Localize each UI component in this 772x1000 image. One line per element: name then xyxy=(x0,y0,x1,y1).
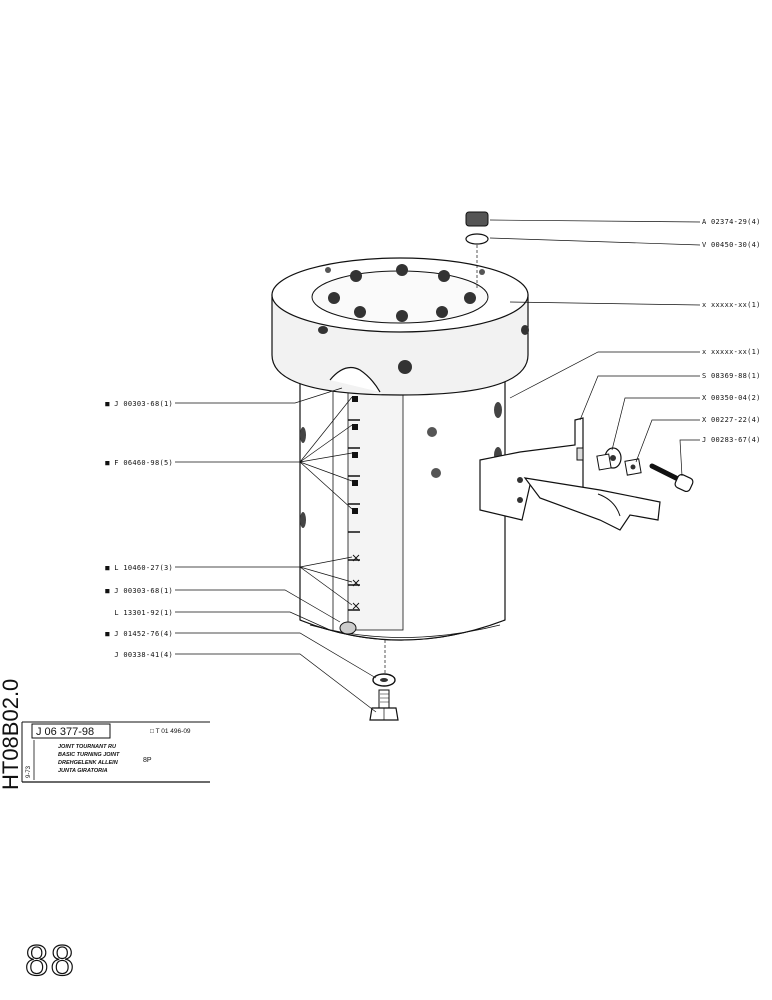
callout-j00303-bottom: ■ J 00303-68(1) xyxy=(105,587,173,595)
callout-j01452: ■ J 01452-76(4) xyxy=(105,630,173,638)
description-en: BASIC TURNING JOINT xyxy=(58,752,120,758)
top-flange xyxy=(271,257,529,396)
callout-s08369: S 08369-88(1) xyxy=(702,372,761,380)
right-callouts: A 02374-29(4) V 00450-30(4) x xxxxx-xx(1… xyxy=(702,218,761,444)
callout-body: x xxxxx-xx(1) xyxy=(702,348,761,356)
top-fitting xyxy=(465,211,489,288)
left-callouts: ■ J 00303-68(1) ■ F 06460-98(5) ■ L 1046… xyxy=(105,400,173,659)
mounting-bracket xyxy=(479,417,661,531)
right-hardware xyxy=(596,447,694,493)
callout-j00338: J 00338-41(4) xyxy=(114,651,173,659)
code-small: 8P xyxy=(143,757,152,764)
revision-date: 9-73 xyxy=(26,765,32,778)
callout-a02374: A 02374-29(4) xyxy=(702,218,761,226)
callout-flange: x xxxxx-xx(1) xyxy=(702,301,761,309)
callout-v00450: V 00450-30(4) xyxy=(702,241,761,249)
left-leader-lines xyxy=(175,387,377,713)
callout-x00227: X 00227-22(4) xyxy=(702,416,761,424)
callout-f06460: ■ F 06460-98(5) xyxy=(105,459,173,467)
turning-joint-body xyxy=(299,369,506,641)
callout-l13301: L 13301-92(1) xyxy=(114,609,173,617)
description-es: JUNTA GIRATORIA xyxy=(58,768,108,774)
callout-l10460: ■ L 10460-27(3) xyxy=(105,564,173,572)
callout-j00303-top: ■ J 00303-68(1) xyxy=(105,400,173,408)
page-number: 88 xyxy=(24,939,75,985)
callout-x00350: X 00350-04(2) xyxy=(702,394,761,402)
callout-j00283: J 00283-67(4) xyxy=(702,436,761,444)
title-block: J 06 377-98 □ T 01 496-09 JOINT TOURNANT… xyxy=(21,721,210,783)
bottom-hardware xyxy=(369,640,399,721)
part-number: J 06 377-98 xyxy=(36,726,94,738)
side-drawing-code: HT08B02.0 xyxy=(0,679,23,790)
description-de: DREHGELENK ALLEIN xyxy=(58,760,119,766)
right-leader-lines xyxy=(489,219,701,477)
reference-code: □ T 01 496-09 xyxy=(150,728,191,735)
description-fr: JOINT TOURNANT RU xyxy=(58,744,117,750)
